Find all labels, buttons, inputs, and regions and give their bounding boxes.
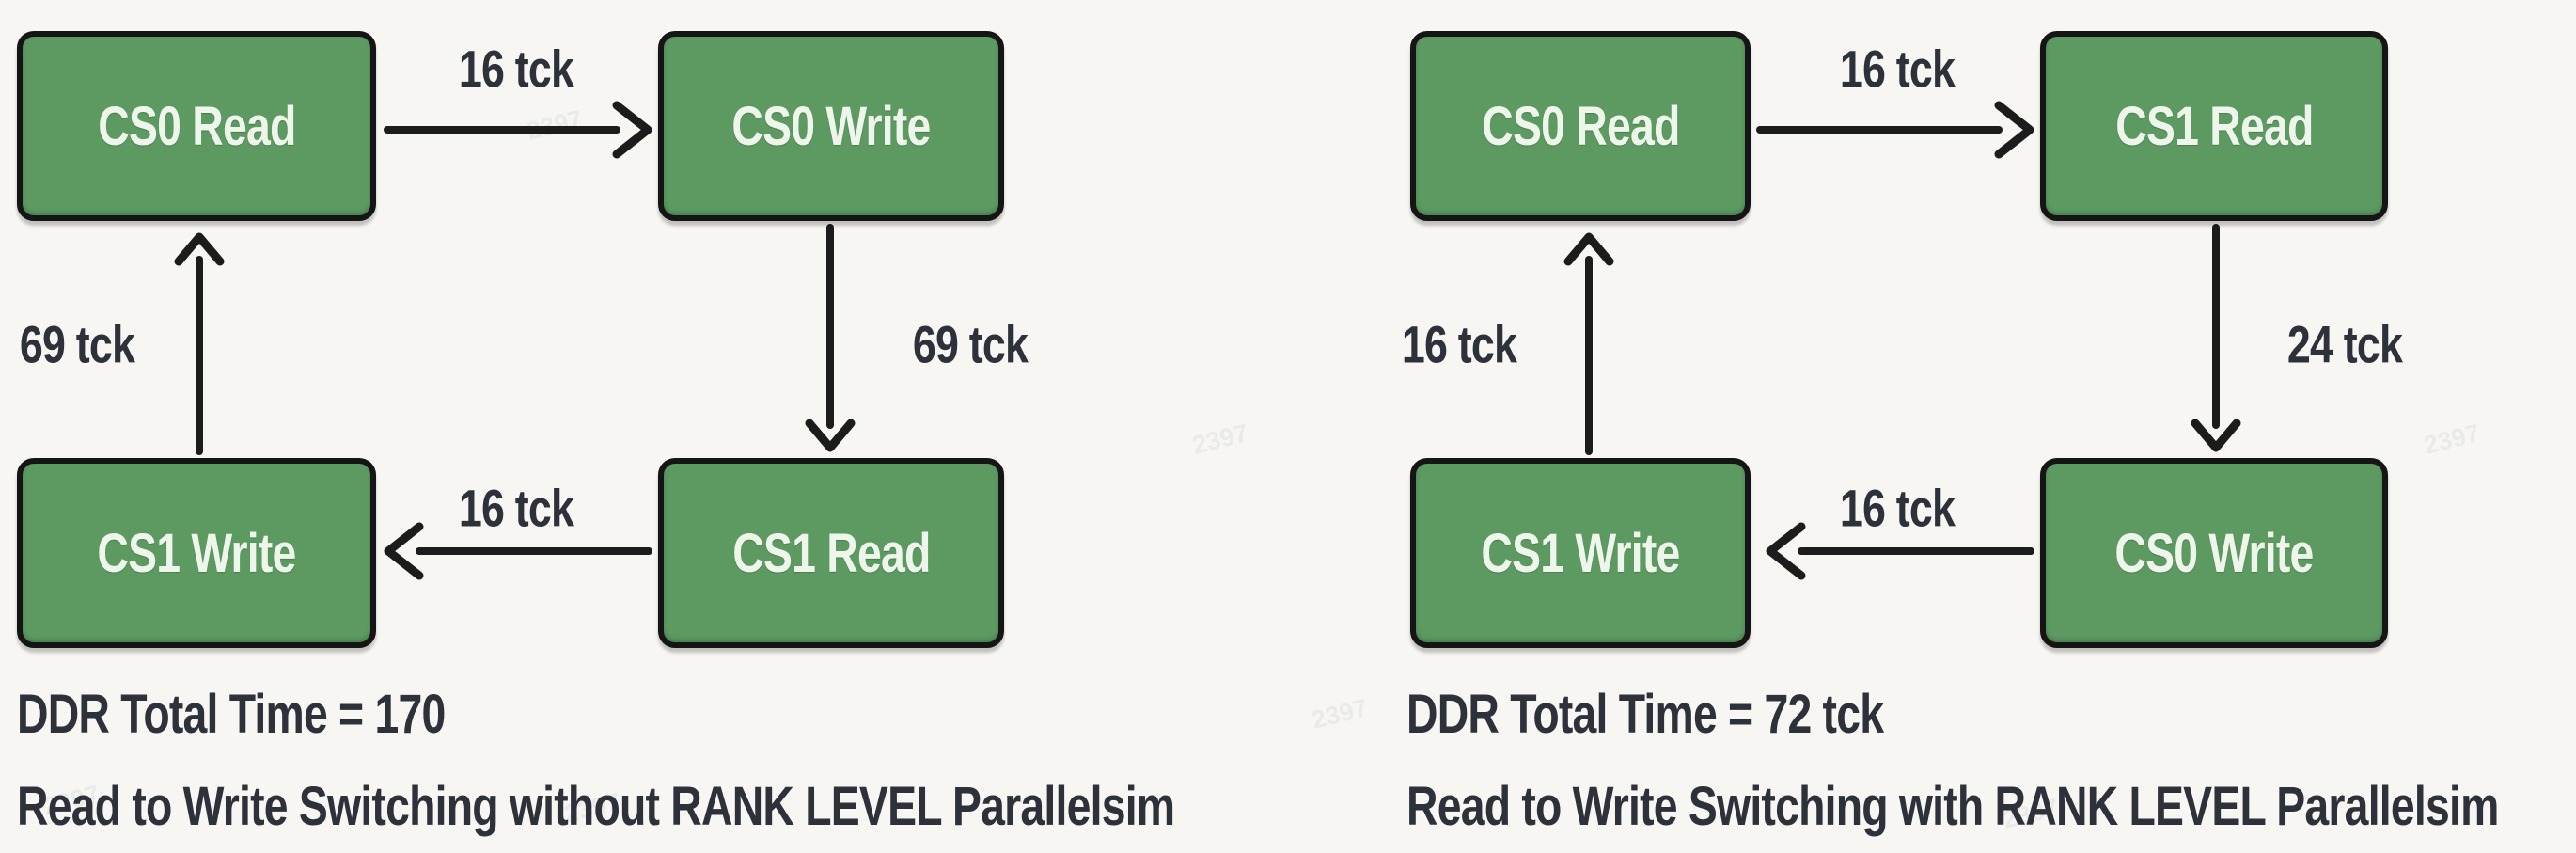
edge-label-left: 16 tck [1401,314,1517,374]
node-label: CS1 Write [97,522,296,584]
arrow-up-icon [174,232,225,455]
total-time-text: DDR Total Time = 72 tck [1406,684,1884,745]
node-cs1-write: CS1 Write [17,458,376,648]
node-cs0-read: CS0 Read [1410,31,1751,221]
caption-text: Read to Write Switching without RANK LEV… [17,776,1175,837]
edge-label-top: 16 tck [458,39,574,99]
edge-label-bottom: 16 tck [1839,478,1956,538]
node-cs0-read: CS0 Read [17,31,376,221]
node-label: CS1 Read [2114,95,2314,157]
arrow-down-icon [2191,224,2241,452]
arrow-right-icon [1756,101,2034,159]
node-cs1-write: CS1 Write [1410,458,1751,648]
node-cs1-read: CS1 Read [658,458,1004,648]
edge-label-bottom: 16 tck [458,478,574,538]
total-time-text: DDR Total Time = 170 [17,684,446,745]
edge-label-right: 69 tck [912,314,1029,374]
arrow-right-icon [384,101,652,159]
node-label: CS1 Read [731,522,931,584]
node-label: CS1 Write [1481,522,1680,584]
node-cs1-read: CS1 Read [2040,31,2388,221]
arrow-left-icon [1766,522,2034,580]
node-label: CS0 Read [1481,95,1680,157]
node-cs0-write: CS0 Write [658,31,1004,221]
arrow-left-icon [384,522,652,580]
arrow-up-icon [1563,232,1614,455]
arrow-down-icon [805,224,856,452]
edge-label-right: 24 tck [2286,314,2403,374]
node-label: CS0 Write [731,95,931,157]
edge-label-top: 16 tck [1839,39,1956,99]
caption-text: Read to Write Switching with RANK LEVEL … [1406,776,2499,837]
node-cs0-write: CS0 Write [2040,458,2388,648]
edge-label-left: 69 tck [19,314,135,374]
node-label: CS0 Write [2114,522,2314,584]
node-label: CS0 Read [97,95,296,157]
